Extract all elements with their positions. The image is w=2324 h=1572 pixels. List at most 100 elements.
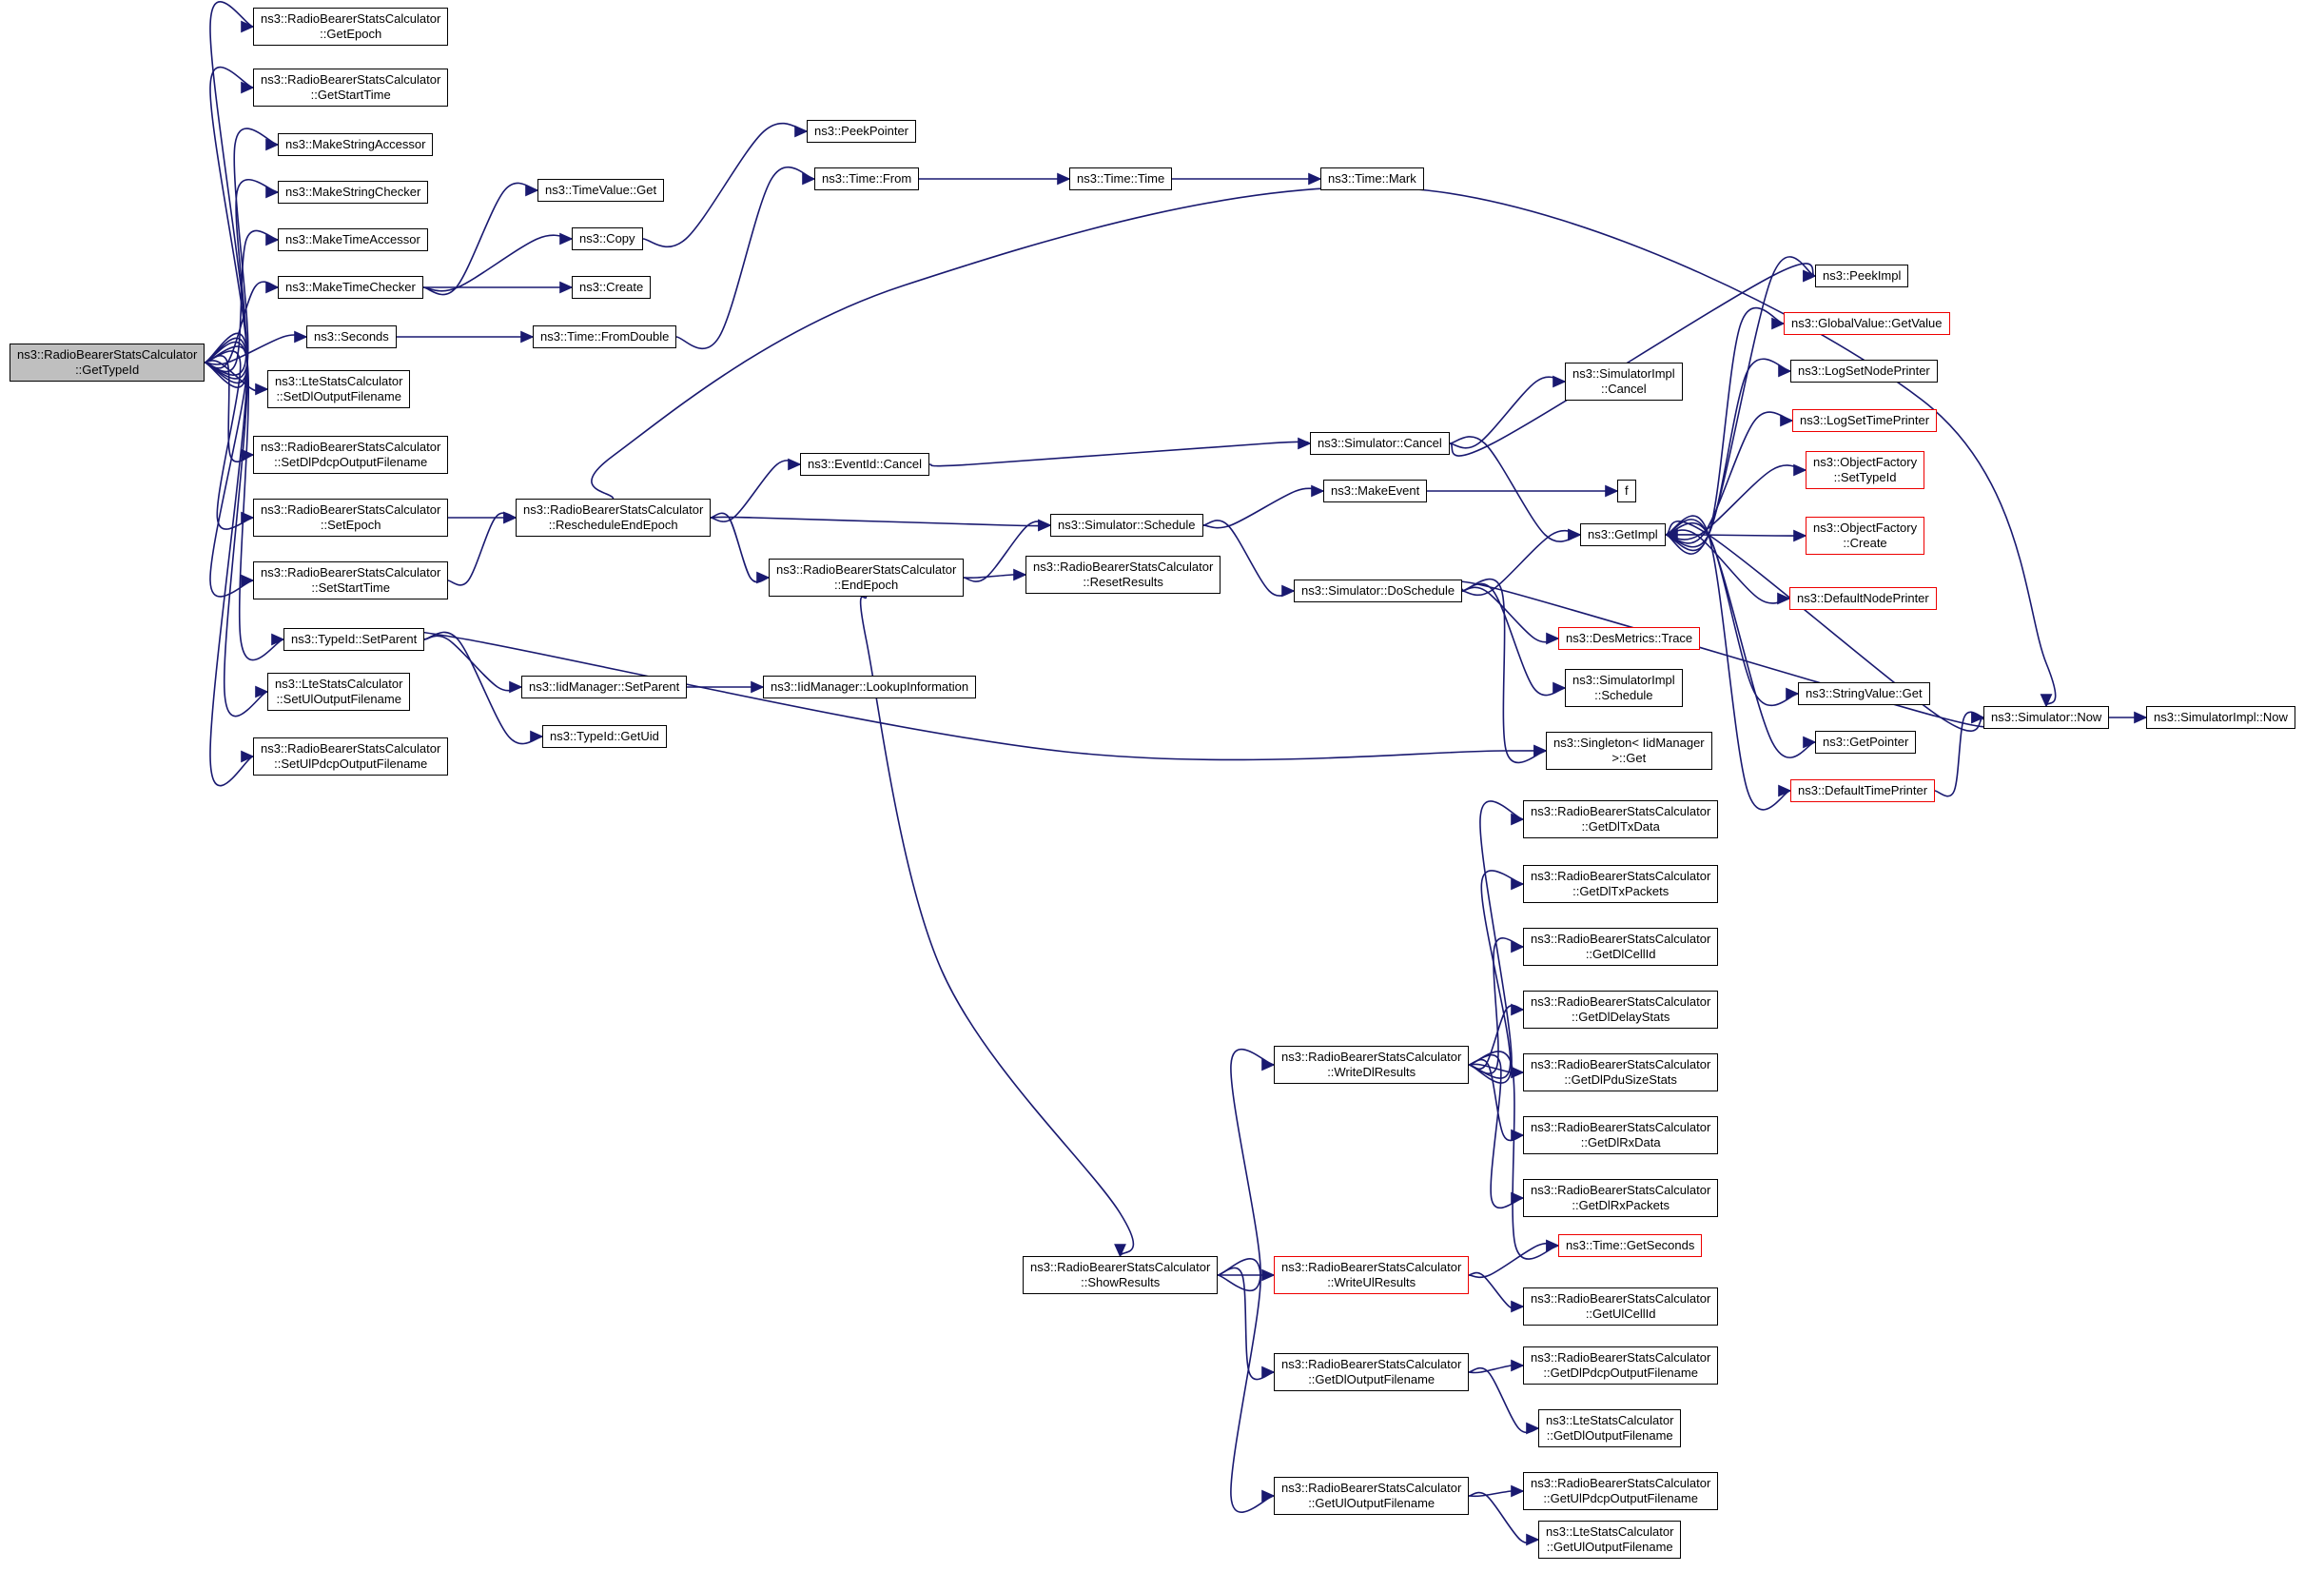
node-label-line: ::ShowResults bbox=[1081, 1275, 1161, 1289]
node-get-dl-rx-packets[interactable]: ns3::RadioBearerStatsCalculator::GetDlRx… bbox=[1523, 1179, 1719, 1217]
node-logsettimeprinter[interactable]: ns3::LogSetTimePrinter bbox=[1792, 409, 1938, 432]
node-label-line: ns3::GetPointer bbox=[1823, 735, 1909, 749]
node-simimpl-now[interactable]: ns3::SimulatorImpl::Now bbox=[2146, 706, 2295, 729]
node-label-line: ::SetDlOutputFilename bbox=[276, 389, 401, 403]
node-time-fromdouble[interactable]: ns3::Time::FromDouble bbox=[533, 325, 677, 348]
node-get-dl-rx-data[interactable]: ns3::RadioBearerStatsCalculator::GetDlRx… bbox=[1523, 1116, 1719, 1154]
edge-root-get-epoch bbox=[204, 1, 255, 388]
node-get-epoch[interactable]: ns3::RadioBearerStatsCalculator::GetEpoc… bbox=[253, 8, 449, 46]
node-seconds[interactable]: ns3::Seconds bbox=[306, 325, 397, 348]
edge-root-make-string-accessor bbox=[204, 128, 280, 380]
edge-root-get-start-time bbox=[204, 66, 255, 384]
edge-root-make-time-accessor bbox=[204, 229, 280, 373]
node-set-epoch[interactable]: ns3::RadioBearerStatsCalculator::SetEpoc… bbox=[253, 499, 449, 537]
node-defaulttimeprinter[interactable]: ns3::DefaultTimePrinter bbox=[1790, 779, 1936, 802]
node-peekimpl[interactable]: ns3::PeekImpl bbox=[1815, 265, 1909, 287]
node-label-line: ns3::RadioBearerStatsCalculator bbox=[1531, 869, 1711, 883]
node-getpointer[interactable]: ns3::GetPointer bbox=[1815, 731, 1917, 754]
node-typeid-set-parent[interactable]: ns3::TypeId::SetParent bbox=[283, 628, 425, 651]
node-time-time[interactable]: ns3::Time::Time bbox=[1069, 167, 1173, 190]
node-get-start-time[interactable]: ns3::RadioBearerStatsCalculator::GetStar… bbox=[253, 69, 449, 107]
node-label-line: f bbox=[1625, 483, 1629, 498]
node-logsetnodeprinter[interactable]: ns3::LogSetNodePrinter bbox=[1790, 360, 1938, 383]
edge-end-epoch-show-results bbox=[859, 596, 1135, 1258]
node-timevalue-get[interactable]: ns3::TimeValue::Get bbox=[537, 179, 665, 202]
node-peekpointer[interactable]: ns3::PeekPointer bbox=[807, 120, 917, 143]
node-sim-schedule[interactable]: ns3::Simulator::Schedule bbox=[1050, 514, 1203, 537]
node-label-line: ns3::TypeId::GetUid bbox=[550, 729, 659, 743]
node-get-dl-delay[interactable]: ns3::RadioBearerStatsCalculator::GetDlDe… bbox=[1523, 991, 1719, 1029]
node-write-ul[interactable]: ns3::RadioBearerStatsCalculator::WriteUl… bbox=[1274, 1256, 1470, 1294]
node-sim-now[interactable]: ns3::Simulator::Now bbox=[1983, 706, 2110, 729]
node-make-time-accessor[interactable]: ns3::MakeTimeAccessor bbox=[278, 228, 428, 251]
node-get-dl-output[interactable]: ns3::RadioBearerStatsCalculator::GetDlOu… bbox=[1274, 1353, 1470, 1391]
edge-reschedule-end-epoch bbox=[710, 512, 771, 584]
node-get-dl-cellid[interactable]: ns3::RadioBearerStatsCalculator::GetDlCe… bbox=[1523, 928, 1719, 966]
node-show-results[interactable]: ns3::RadioBearerStatsCalculator::ShowRes… bbox=[1023, 1256, 1219, 1294]
node-do-schedule[interactable]: ns3::Simulator::DoSchedule bbox=[1294, 580, 1463, 602]
node-iid-lookup[interactable]: ns3::IidManager::LookupInformation bbox=[763, 676, 977, 698]
node-simimpl-schedule[interactable]: ns3::SimulatorImpl::Schedule bbox=[1565, 669, 1683, 707]
node-label-line: ns3::RadioBearerStatsCalculator bbox=[261, 741, 441, 756]
node-label-line: ::GetStartTime bbox=[310, 88, 391, 102]
node-lte-get-ul-output[interactable]: ns3::LteStatsCalculator::GetUlOutputFile… bbox=[1538, 1521, 1682, 1559]
node-label-line: ::GetDlOutputFilename bbox=[1546, 1428, 1673, 1443]
node-time-getseconds[interactable]: ns3::Time::GetSeconds bbox=[1558, 1234, 1703, 1257]
node-time-from[interactable]: ns3::Time::From bbox=[814, 167, 920, 190]
edge-write-ul-get-ul-cellid bbox=[1468, 1271, 1525, 1313]
edge-set-start-time-reschedule bbox=[447, 511, 518, 586]
node-label-line: ::Create bbox=[1843, 536, 1887, 550]
node-defaultnodeprinter[interactable]: ns3::DefaultNodePrinter bbox=[1789, 587, 1937, 610]
node-get-ul-output[interactable]: ns3::RadioBearerStatsCalculator::GetUlOu… bbox=[1274, 1477, 1470, 1515]
node-stringvalue-get[interactable]: ns3::StringValue::Get bbox=[1798, 682, 1930, 705]
node-label-line: ns3::PeekImpl bbox=[1823, 268, 1902, 283]
node-label-line: ns3::IidManager::LookupInformation bbox=[771, 679, 969, 694]
node-label-line: ::GetDlRxPackets bbox=[1572, 1198, 1670, 1212]
node-sim-cancel[interactable]: ns3::Simulator::Cancel bbox=[1310, 432, 1450, 455]
node-getimpl[interactable]: ns3::GetImpl bbox=[1580, 523, 1666, 546]
node-globalvalue-getvalue[interactable]: ns3::GlobalValue::GetValue bbox=[1784, 312, 1950, 335]
edge-getimpl-logsetnodeprinter bbox=[1665, 358, 1792, 548]
node-set-start-time[interactable]: ns3::RadioBearerStatsCalculator::SetStar… bbox=[253, 561, 449, 599]
node-f[interactable]: f bbox=[1617, 480, 1636, 502]
node-get-dl-pdcp-output[interactable]: ns3::RadioBearerStatsCalculator::GetDlPd… bbox=[1523, 1346, 1719, 1385]
node-get-ul-pdcp-output[interactable]: ns3::RadioBearerStatsCalculator::GetUlPd… bbox=[1523, 1472, 1719, 1510]
node-write-dl[interactable]: ns3::RadioBearerStatsCalculator::WriteDl… bbox=[1274, 1046, 1470, 1084]
node-get-dl-tx-packets[interactable]: ns3::RadioBearerStatsCalculator::GetDlTx… bbox=[1523, 865, 1719, 903]
node-copy[interactable]: ns3::Copy bbox=[572, 227, 643, 250]
node-lte-get-dl-output[interactable]: ns3::LteStatsCalculator::GetDlOutputFile… bbox=[1538, 1409, 1682, 1447]
node-lte-set-dl-output[interactable]: ns3::LteStatsCalculator::SetDlOutputFile… bbox=[267, 370, 411, 408]
node-typeid-getuid[interactable]: ns3::TypeId::GetUid bbox=[542, 725, 667, 748]
node-objectfactory-settypeid[interactable]: ns3::ObjectFactory::SetTypeId bbox=[1806, 451, 1925, 489]
node-reschedule[interactable]: ns3::RadioBearerStatsCalculator::Resched… bbox=[516, 499, 712, 537]
node-label-line: ::RescheduleEndEpoch bbox=[548, 518, 678, 532]
node-reset-results[interactable]: ns3::RadioBearerStatsCalculator::ResetRe… bbox=[1025, 556, 1221, 594]
node-label-line: ::EndEpoch bbox=[834, 578, 899, 592]
node-des-trace[interactable]: ns3::DesMetrics::Trace bbox=[1558, 627, 1701, 650]
node-lte-set-ul-output[interactable]: ns3::LteStatsCalculator::SetUlOutputFile… bbox=[267, 673, 411, 711]
node-iid-set-parent[interactable]: ns3::IidManager::SetParent bbox=[521, 676, 688, 698]
node-label-line: ::WriteDlResults bbox=[1327, 1065, 1416, 1079]
node-create[interactable]: ns3::Create bbox=[572, 276, 652, 299]
node-label-line: ns3::DesMetrics::Trace bbox=[1566, 631, 1693, 645]
node-simimpl-cancel[interactable]: ns3::SimulatorImpl::Cancel bbox=[1565, 363, 1683, 401]
node-objectfactory-create[interactable]: ns3::ObjectFactory::Create bbox=[1806, 517, 1925, 555]
node-make-event[interactable]: ns3::MakeEvent bbox=[1323, 480, 1428, 502]
node-label-line: ns3::TimeValue::Get bbox=[545, 183, 657, 197]
node-make-time-checker[interactable]: ns3::MakeTimeChecker bbox=[278, 276, 423, 299]
node-get-dl-pdu[interactable]: ns3::RadioBearerStatsCalculator::GetDlPd… bbox=[1523, 1053, 1719, 1091]
node-end-epoch[interactable]: ns3::RadioBearerStatsCalculator::EndEpoc… bbox=[769, 559, 965, 597]
node-time-mark[interactable]: ns3::Time::Mark bbox=[1320, 167, 1424, 190]
node-make-string-checker[interactable]: ns3::MakeStringChecker bbox=[278, 181, 429, 204]
edge-sim-cancel-simimpl-cancel bbox=[1449, 375, 1567, 449]
node-eventid-cancel[interactable]: ns3::EventId::Cancel bbox=[800, 453, 929, 476]
node-singleton-get[interactable]: ns3::Singleton< IidManager>::Get bbox=[1546, 732, 1712, 770]
node-set-dl-pdcp[interactable]: ns3::RadioBearerStatsCalculator::SetDlPd… bbox=[253, 436, 449, 474]
node-get-dl-tx-data[interactable]: ns3::RadioBearerStatsCalculator::GetDlTx… bbox=[1523, 800, 1719, 838]
edge-time-fromdouble-time-from bbox=[675, 166, 816, 350]
node-set-ul-pdcp[interactable]: ns3::RadioBearerStatsCalculator::SetUlPd… bbox=[253, 737, 449, 776]
node-make-string-accessor[interactable]: ns3::MakeStringAccessor bbox=[278, 133, 434, 156]
node-get-ul-cellid[interactable]: ns3::RadioBearerStatsCalculator::GetUlCe… bbox=[1523, 1287, 1719, 1326]
